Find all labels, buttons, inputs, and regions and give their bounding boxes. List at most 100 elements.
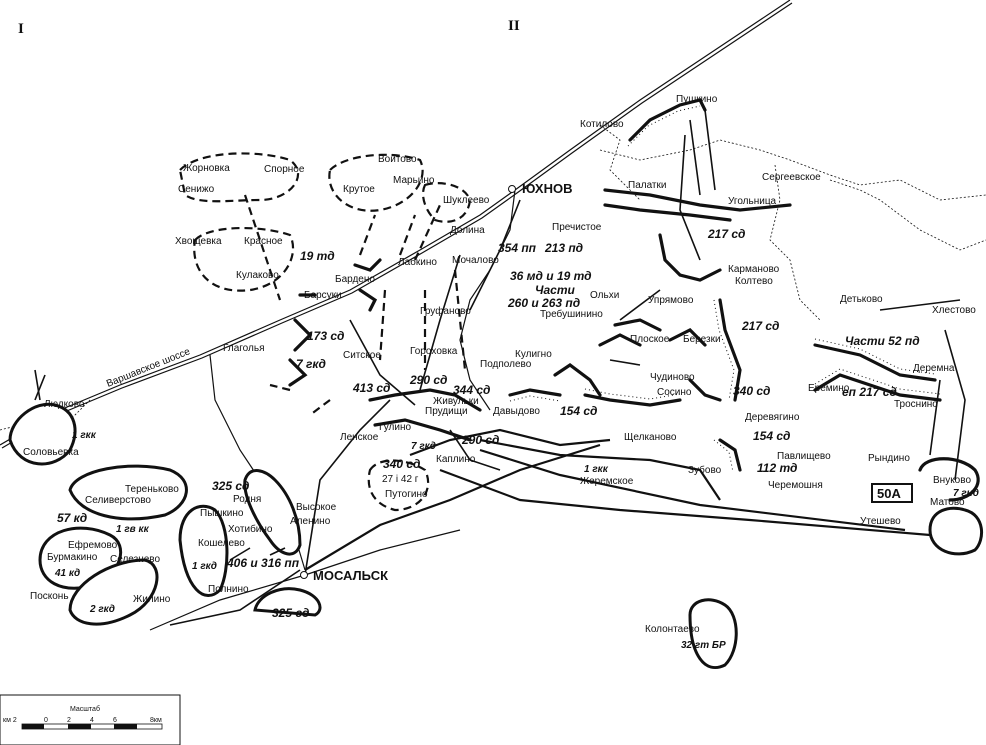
- town-deryomna: Деремна: [913, 363, 955, 374]
- unit-1gkk-west: 1 гкк: [72, 430, 97, 441]
- town-chudinovo: Чудиново: [650, 372, 695, 383]
- town-berezki: Березки: [683, 334, 721, 345]
- town-pyshkino: Пышкино: [200, 508, 244, 519]
- unit-2gkd-west: 2 гкд: [89, 604, 115, 615]
- scale-segment: [68, 724, 91, 729]
- town-kulakovo: Кулаково: [236, 270, 279, 281]
- unit-260-263pd: 260 и 263 пд: [507, 296, 580, 310]
- town-podpolevo: Подполево: [480, 359, 532, 370]
- town-cheremoshnya: Черемошня: [768, 480, 823, 491]
- town-sosino: Сосино: [657, 387, 692, 398]
- town-trebushinino: Требушинино: [540, 308, 603, 320]
- scale-km-right: 8км: [150, 717, 162, 724]
- town-zhivulki: Живульки: [433, 396, 479, 407]
- town-upryamovo: Упрямово: [648, 295, 694, 306]
- scale-tick: 6: [113, 717, 117, 724]
- unit-7gkd-center: 7 гкд: [411, 441, 436, 452]
- town-davydovo: Давыдово: [493, 406, 540, 417]
- town-seleznevo: Селезнево: [110, 554, 160, 565]
- town-alenino: Аленино: [290, 516, 331, 527]
- unit-chasti-52pd: Части 52 пд: [845, 334, 920, 348]
- town-kaplino: Каплино: [436, 454, 476, 465]
- town-seliverstovo: Селиверстово: [85, 495, 151, 506]
- town-mochalovo: Мочалово: [452, 255, 499, 266]
- town-khlestovo: Хлестово: [932, 305, 976, 316]
- town-poskony: Посконь: [30, 591, 69, 602]
- town-senizhzhe: Сенижо: [178, 184, 215, 195]
- town-prudishchi: Прудищи: [425, 406, 468, 417]
- town-eremino: Еремино: [808, 383, 850, 394]
- town-pechistoe: Пречистое: [552, 222, 602, 233]
- unit-154sd-east: 154 сд: [753, 429, 790, 443]
- town-karmanovo: Карманово: [728, 264, 780, 275]
- unit-1gkd: 1 гкд: [192, 561, 217, 572]
- town-shchelkanovo: Щелканово: [624, 432, 677, 443]
- unit-chasti: Части: [535, 283, 576, 297]
- town-krasnoe: Красное: [244, 236, 283, 247]
- town-terenkovo: Тереньково: [125, 484, 179, 495]
- town-ryndino: Рындино: [868, 453, 910, 464]
- dashed-areas: [178, 152, 472, 512]
- town-kuligino: Кулигно: [515, 349, 552, 360]
- town-sitskoe: Ситское: [343, 350, 381, 361]
- town-khotibino: Хотибино: [228, 523, 273, 535]
- unit-154sd-center: 154 сд: [560, 404, 597, 418]
- town-zubovo: Зубово: [688, 464, 722, 476]
- town-burmakino: Бурмакино: [47, 552, 98, 563]
- unit-41kd: 41 кд: [54, 568, 80, 579]
- encirclement-pockets: [8, 402, 984, 669]
- scale-tick: 4: [90, 717, 94, 724]
- town-khvoshcheyka: Хвощевка: [175, 236, 222, 247]
- town-polnino: Полнино: [208, 584, 249, 595]
- unit-36md-19td: 36 мд и 19 тд: [510, 269, 592, 283]
- unit-7gnd: 7 гнд: [953, 488, 979, 499]
- unit-1gvkk: 1 гв кк: [116, 524, 150, 535]
- unit-213pd: 213 пд: [544, 241, 583, 255]
- town-vojtovo: Войтово: [378, 154, 417, 165]
- unit-340sd-center: 340 сд: [383, 457, 420, 471]
- unit-19td: 19 тд: [300, 249, 335, 263]
- town-koshelevo: Кошелево: [198, 538, 245, 549]
- scale-km-left: км 2: [3, 717, 17, 724]
- town-maryino: Марьино: [393, 175, 435, 186]
- town-detkovo: Детьково: [840, 294, 883, 305]
- town-gulino: Гулино: [379, 422, 411, 433]
- town-dot: [508, 185, 516, 193]
- town-zhornovka: Жорновка: [183, 163, 230, 174]
- town-yukhnov: ЮХНОВ: [522, 181, 572, 196]
- unit-290sd-north: 290 сд: [409, 373, 447, 387]
- unit-413sd: 413 сд: [352, 381, 390, 395]
- town-olkhi: Ольхи: [590, 290, 619, 301]
- town-grufanovo: Груфаново: [420, 305, 471, 317]
- scale-tick: 2: [67, 717, 71, 724]
- town-putogino: Путогино: [385, 489, 428, 500]
- town-matovo: Матово: [930, 497, 965, 508]
- settlements: ЮХНОВ МОСАЛЬСК Пушкино Котилово Палатки …: [23, 94, 976, 635]
- town-krutoe: Крутое: [343, 184, 375, 195]
- town-sergeevskoe: Сергеевское: [762, 172, 821, 183]
- town-barsuki: Барсуки: [304, 290, 342, 301]
- town-rodnya: Родня: [233, 494, 261, 505]
- town-solovyevka: Соловьевка: [23, 447, 79, 458]
- unit-27-42: 27 і 42 г: [382, 474, 419, 485]
- town-labkino: Лабкино: [398, 256, 437, 268]
- unit-217sd-east: 217 сд: [741, 319, 779, 333]
- unit-217sd-north: 217 сд: [707, 227, 745, 241]
- army-label: 50А: [877, 486, 901, 501]
- town-bardeno: Барденo: [335, 274, 375, 285]
- sector-label-right: II: [508, 18, 520, 34]
- scale-segment: [114, 724, 137, 729]
- town-zheremskoe: Жеремское: [580, 476, 634, 487]
- town-vysokoe: Высокое: [296, 502, 337, 513]
- scale-segment: [22, 724, 44, 729]
- unit-labels: 217 сд 217 сд 354 пп 213 пд 36 мд и 19 т…: [54, 227, 979, 651]
- town-lenskoe: Ленское: [340, 432, 379, 443]
- arrows: [34, 109, 966, 626]
- town-derevyagino: Деревягино: [745, 412, 800, 423]
- unit-57kd: 57 кд: [57, 511, 87, 525]
- unit-344sd: 344 сд: [453, 383, 490, 397]
- town-spornoe: Спорное: [264, 164, 305, 175]
- unit-354pp: 354 пп: [498, 241, 537, 255]
- town-lyudkovo: Людково: [44, 399, 85, 410]
- town-shukleevo: Шуклеево: [443, 195, 490, 206]
